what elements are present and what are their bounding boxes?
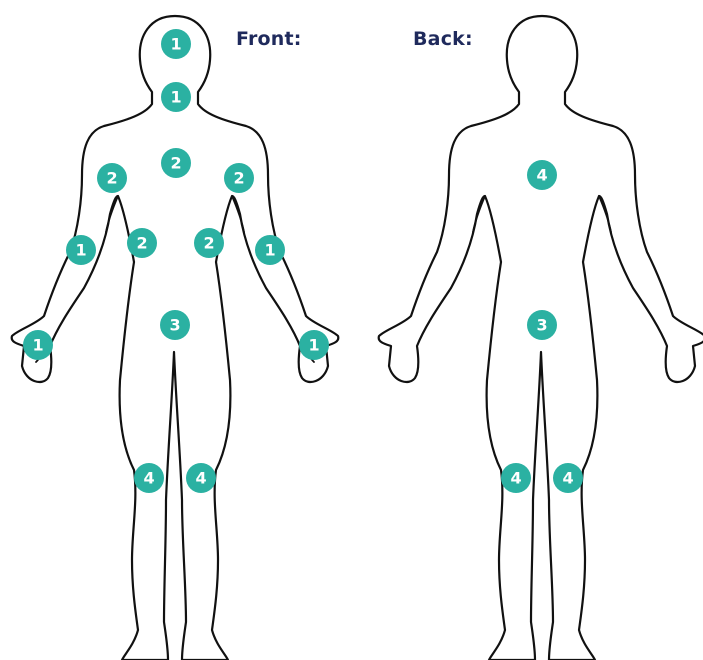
svg-text:4: 4 (143, 469, 154, 488)
marker-back-right-knee: 4 (553, 463, 583, 493)
marker-front-left-shoulder: 2 (97, 163, 127, 193)
marker-front-head: 1 (161, 29, 191, 59)
marker-front-right-knee: 4 (186, 463, 216, 493)
svg-text:4: 4 (536, 166, 547, 185)
marker-front-chest: 2 (161, 148, 191, 178)
svg-text:2: 2 (106, 169, 117, 188)
svg-text:1: 1 (32, 336, 43, 355)
marker-front-right-axilla: 2 (194, 228, 224, 258)
marker-back-left-knee: 4 (501, 463, 531, 493)
svg-text:4: 4 (562, 469, 573, 488)
marker-back-upper-back: 4 (527, 160, 557, 190)
marker-front-left-knee: 4 (134, 463, 164, 493)
svg-text:2: 2 (203, 234, 214, 253)
svg-text:2: 2 (233, 169, 244, 188)
marker-front-right-shoulder: 2 (224, 163, 254, 193)
svg-text:1: 1 (170, 88, 181, 107)
svg-text:1: 1 (75, 241, 86, 260)
svg-text:2: 2 (170, 154, 181, 173)
marker-front-left-hand: 1 (23, 330, 53, 360)
marker-front-left-axilla: 2 (127, 228, 157, 258)
marker-front-right-upper-arm: 1 (255, 235, 285, 265)
marker-back-lower-back: 3 (527, 310, 557, 340)
marker-front-neck: 1 (161, 82, 191, 112)
svg-text:1: 1 (264, 241, 275, 260)
svg-text:1: 1 (308, 336, 319, 355)
svg-text:3: 3 (169, 316, 180, 335)
svg-text:4: 4 (195, 469, 206, 488)
marker-front-abdomen: 3 (160, 310, 190, 340)
svg-text:2: 2 (136, 234, 147, 253)
marker-front-right-hand: 1 (299, 330, 329, 360)
svg-text:3: 3 (536, 316, 547, 335)
svg-text:1: 1 (170, 35, 181, 54)
marker-front-left-upper-arm: 1 (66, 235, 96, 265)
svg-text:4: 4 (510, 469, 521, 488)
